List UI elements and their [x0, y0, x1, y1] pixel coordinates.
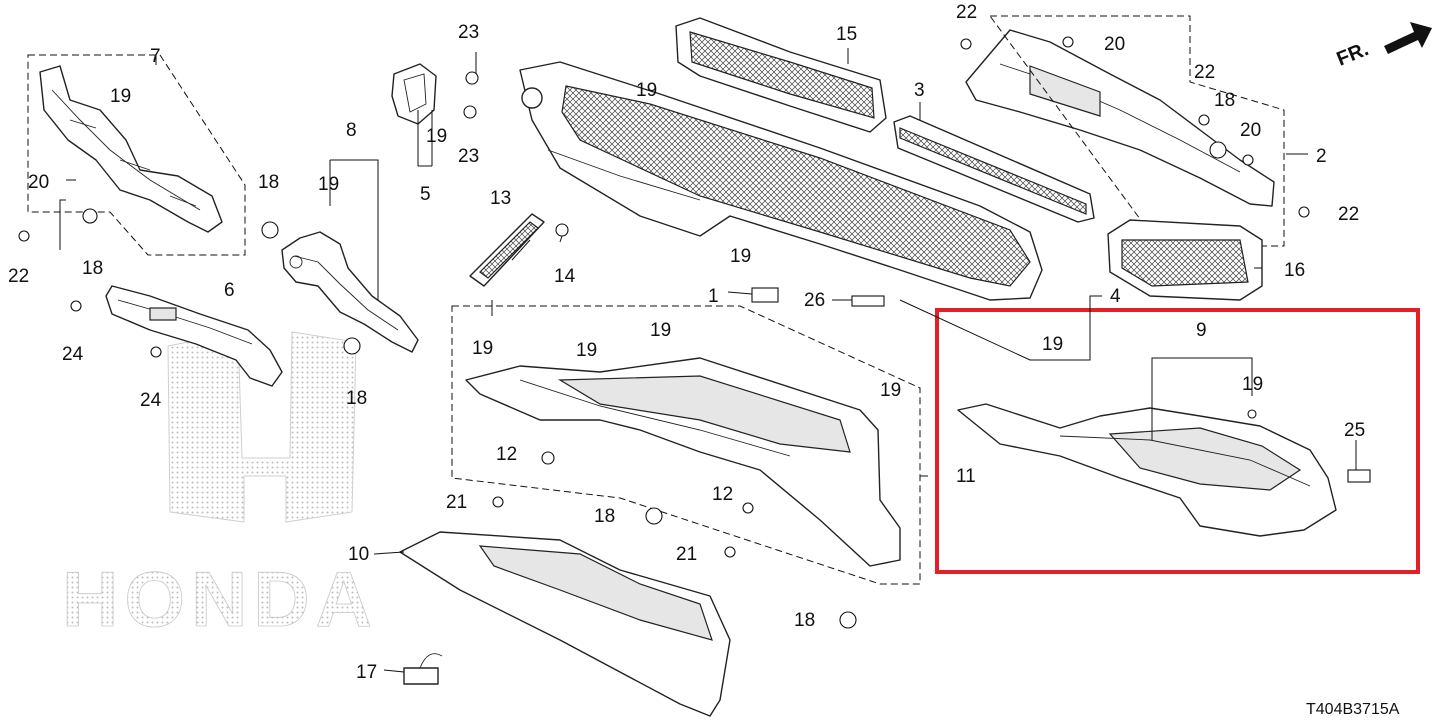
diagram-part-code: T404B3715A	[1306, 701, 1400, 718]
part-3-strip	[893, 115, 1095, 223]
front-direction-indicator: FR.	[1334, 22, 1432, 71]
callout-18a: 18	[258, 172, 279, 193]
callout-21b: 21	[676, 544, 697, 565]
callout-24b: 24	[140, 390, 162, 411]
part-9-leader	[1151, 357, 1253, 440]
callout-11: 11	[956, 466, 976, 487]
callout-12b: 12	[712, 484, 733, 505]
callout-20a: 20	[28, 172, 49, 193]
front-arrow-icon	[1384, 22, 1432, 54]
callout-1: 1	[708, 286, 719, 307]
leader-lines	[59, 48, 1357, 673]
highlight-frame	[935, 308, 1420, 574]
callout-24a: 24	[62, 344, 84, 365]
callout-2: 2	[1316, 146, 1327, 167]
callout-16: 16	[1284, 260, 1305, 281]
callout-14: 14	[554, 266, 576, 287]
part-15-vent	[675, 17, 887, 133]
callout-10: 10	[348, 544, 369, 565]
part-8-bracket	[281, 231, 419, 353]
callout-22b: 22	[956, 2, 977, 23]
callout-18f: 18	[794, 610, 815, 631]
callout-12a: 12	[496, 444, 517, 465]
callout-13: 13	[490, 188, 511, 209]
callout-4: 4	[1110, 286, 1121, 307]
callout-18b: 18	[82, 258, 103, 279]
honda-wordmark-watermark: HONDA	[62, 555, 378, 643]
callout-20c: 20	[1240, 120, 1261, 141]
callout-18c: 18	[346, 388, 367, 409]
callout-19j: 19	[1042, 334, 1063, 355]
part-7-group-outline	[27, 54, 246, 256]
callout-23b: 23	[458, 146, 479, 167]
callout-22c: 22	[1194, 62, 1215, 83]
part-10-glove-box	[399, 531, 731, 717]
part-5-clip	[391, 63, 437, 125]
callout-23a: 23	[458, 22, 479, 43]
part-4-dashboard-panel	[519, 61, 1043, 301]
callout-19k: 19	[1242, 374, 1263, 395]
callout-19h: 19	[650, 320, 671, 341]
part-2-duct	[965, 29, 1275, 207]
callout-26: 26	[804, 290, 825, 311]
part-11-group-outline	[451, 305, 921, 585]
callout-22d: 22	[1338, 204, 1359, 225]
callout-7: 7	[150, 46, 161, 67]
part-9-lower-cover	[957, 403, 1337, 537]
callout-labels: 1 2 3 4 5 6 7 8 9 10 11 12 12 13 14 15 1…	[8, 2, 1365, 683]
part-13-plate	[469, 213, 545, 287]
callout-19e: 19	[730, 246, 751, 267]
callout-25: 25	[1344, 420, 1365, 441]
callout-19a: 19	[110, 86, 131, 107]
callout-8: 8	[346, 120, 357, 141]
callout-17: 17	[356, 662, 377, 683]
part-16-vent	[1107, 219, 1263, 301]
callout-3: 3	[914, 80, 925, 101]
callout-19c: 19	[426, 126, 447, 147]
callout-9: 9	[1196, 320, 1207, 341]
part-11-glove-box-housing	[465, 357, 901, 567]
callout-15: 15	[836, 24, 857, 45]
part-17-latch	[403, 653, 443, 685]
callout-18d: 18	[594, 506, 615, 527]
front-label: FR.	[1334, 38, 1372, 70]
callout-19i: 19	[880, 380, 901, 401]
fasteners	[18, 36, 1371, 629]
callout-21a: 21	[446, 492, 467, 513]
callout-22a: 22	[8, 266, 29, 287]
callout-19b: 19	[318, 174, 339, 195]
callout-19f: 19	[472, 338, 493, 359]
callout-19g: 19	[576, 340, 597, 361]
callout-6: 6	[224, 280, 235, 301]
callout-18e: 18	[1214, 90, 1235, 111]
callout-19d: 19	[636, 80, 657, 101]
part-6-bracket	[105, 285, 283, 387]
honda-logo-watermark: HONDA	[62, 331, 378, 643]
part-2-group-outline	[989, 15, 1285, 247]
part-7-bracket	[39, 65, 223, 233]
callout-20b: 20	[1104, 34, 1125, 55]
callout-5: 5	[420, 184, 431, 205]
